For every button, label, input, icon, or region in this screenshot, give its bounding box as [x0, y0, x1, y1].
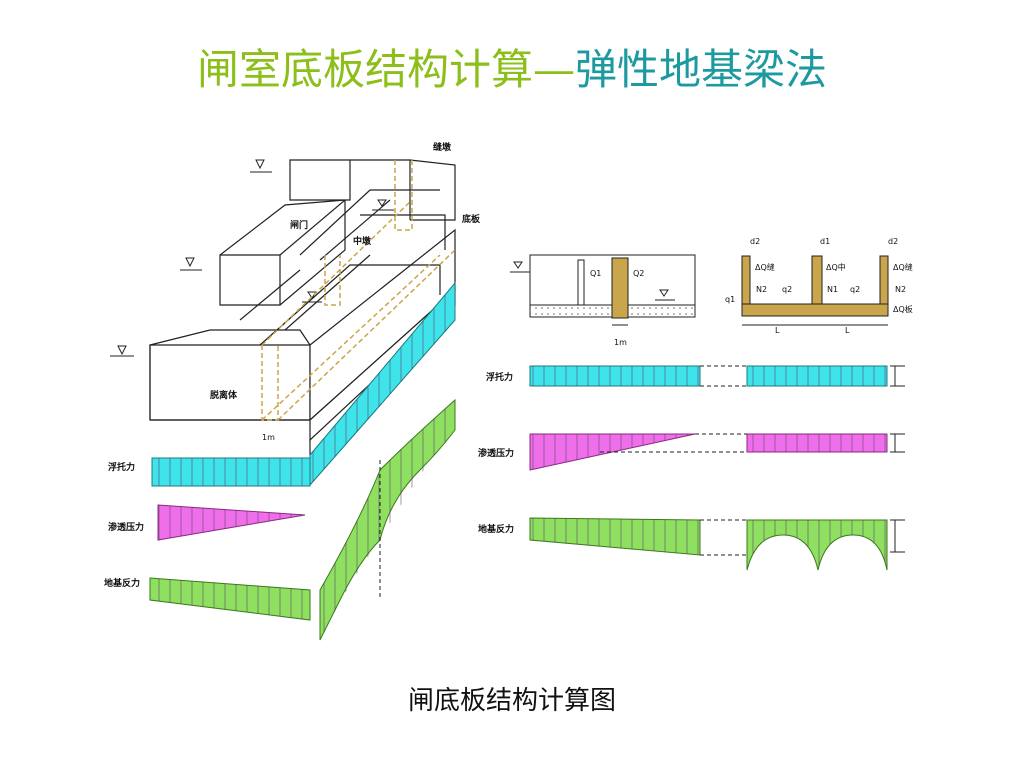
label-d1: d1: [820, 237, 830, 246]
label-buoyancy-right: 浮托力: [486, 371, 513, 383]
label-seepage-left: 渗透压力: [108, 521, 144, 533]
reaction-hatch-left: [150, 578, 310, 620]
label-n1: N1: [827, 285, 838, 294]
buoyancy-hatch-right-b: [747, 366, 887, 386]
label-gate: 闸门: [290, 219, 308, 231]
label-dq-slab: ΔQ板: [893, 304, 913, 314]
label-width-left: 1m: [262, 433, 275, 442]
label-reaction-left: 地基反力: [104, 577, 140, 589]
buoyancy-bar-left-hatch: [152, 458, 310, 486]
label-reaction-right: 地基反力: [478, 523, 514, 535]
seepage-hatch-left: [158, 505, 305, 540]
label-q2a: q2: [782, 285, 792, 294]
reaction-gap-line: [700, 519, 747, 556]
label-dq-mid: ΔQ中: [826, 262, 846, 272]
dimension-markers: [890, 365, 905, 553]
label-n2: N2: [756, 285, 767, 294]
slide-title: 闸室底板结构计算—弹性地基梁法: [0, 40, 1024, 100]
reaction-hatch-3d: [320, 400, 455, 640]
buoyancy-gap-line: [700, 365, 747, 387]
left-3d-gate-chamber: [149, 159, 456, 455]
label-dq-side: ΔQ缝: [755, 262, 775, 272]
seepage-hatch-right-b: [747, 434, 887, 452]
label-buoyancy-left: 浮托力: [108, 461, 135, 473]
figure-caption: 闸底板结构计算图: [407, 686, 616, 716]
title-dash: —: [533, 45, 575, 94]
free-body-strip: [261, 160, 456, 421]
label-d2-left: d2: [750, 237, 760, 246]
title-method: 弹性地基梁法: [575, 45, 828, 94]
label-bottom-slab: 底板: [462, 213, 481, 225]
label-l1: L: [775, 326, 780, 335]
buoyancy-hatch-right-a: [530, 366, 700, 386]
label-width-right: 1m: [614, 338, 627, 347]
label-side-pier: 缝墩: [433, 141, 452, 153]
seepage-gap-line: [600, 433, 747, 453]
title-main: 闸室底板结构计算: [196, 45, 533, 94]
label-q2: Q2: [633, 269, 644, 278]
label-q1: Q1: [590, 269, 601, 278]
label-d2-right: d2: [888, 237, 898, 246]
label-seepage-right: 渗透压力: [478, 447, 514, 459]
section-view: [510, 254, 696, 326]
label-dq-side2: ΔQ缝: [893, 262, 913, 272]
buoyancy-hatch: [310, 283, 455, 485]
label-middle-pier: 中墩: [353, 235, 372, 247]
label-l2: L: [845, 326, 850, 335]
label-q2b: q2: [850, 285, 860, 294]
label-q1-load: q1: [725, 295, 735, 304]
frame-diagram: [741, 255, 889, 326]
reaction-hatch-right-a: [530, 518, 700, 555]
label-n2b: N2: [895, 285, 906, 294]
reaction-hatch-arches: [747, 520, 887, 570]
label-free-body: 脱离体: [210, 389, 238, 401]
seepage-hatch-right-a: [530, 434, 695, 470]
